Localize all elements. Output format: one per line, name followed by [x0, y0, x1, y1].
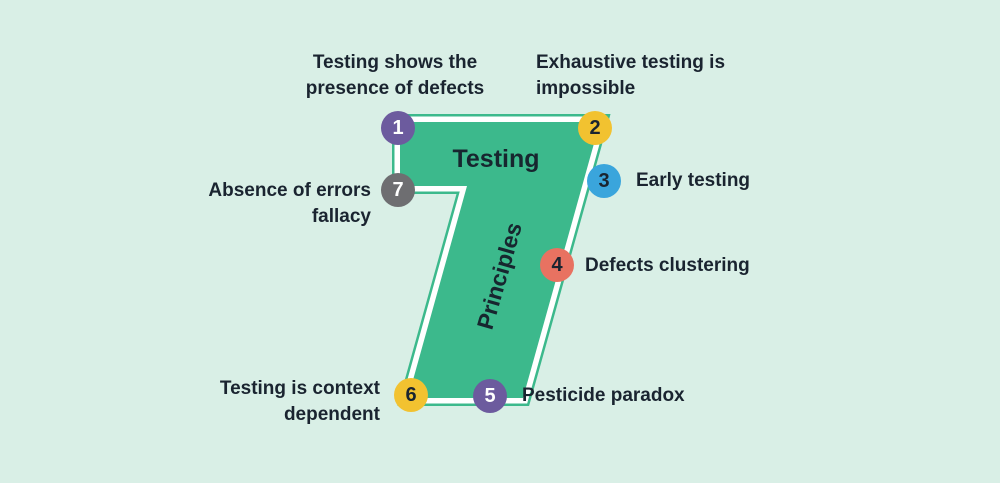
principle-1-badge: 1 — [381, 111, 415, 145]
principle-5-number: 5 — [484, 384, 496, 407]
principle-2-label: Exhaustive testing is impossible — [536, 52, 726, 99]
principle-5-label: Pesticide paradox — [522, 385, 685, 406]
principle-7-number: 7 — [392, 178, 404, 201]
principle-6-badge: 6 — [394, 378, 428, 412]
seven-body — [400, 122, 600, 398]
principle-2-badge: 2 — [578, 111, 612, 145]
principle-1-label: Testing shows the presence of defects — [305, 52, 485, 99]
principle-3-badge: 3 — [587, 164, 621, 198]
principle-3-number: 3 — [598, 169, 610, 192]
principle-7-label: Absence of errors fallacy — [208, 180, 371, 227]
principle-5-badge: 5 — [473, 379, 507, 413]
principle-7-badge: 7 — [381, 173, 415, 207]
principle-6-number: 6 — [405, 383, 417, 406]
principle-4-number: 4 — [551, 253, 563, 276]
principle-3-label: Early testing — [636, 170, 751, 191]
principle-2-number: 2 — [589, 116, 601, 139]
principle-4-label: Defects clustering — [585, 255, 750, 276]
principle-6-label: Testing is context dependent — [219, 378, 380, 425]
principle-1-number: 1 — [392, 116, 404, 139]
principle-4-badge: 4 — [540, 248, 574, 282]
word-testing: Testing — [452, 145, 539, 173]
